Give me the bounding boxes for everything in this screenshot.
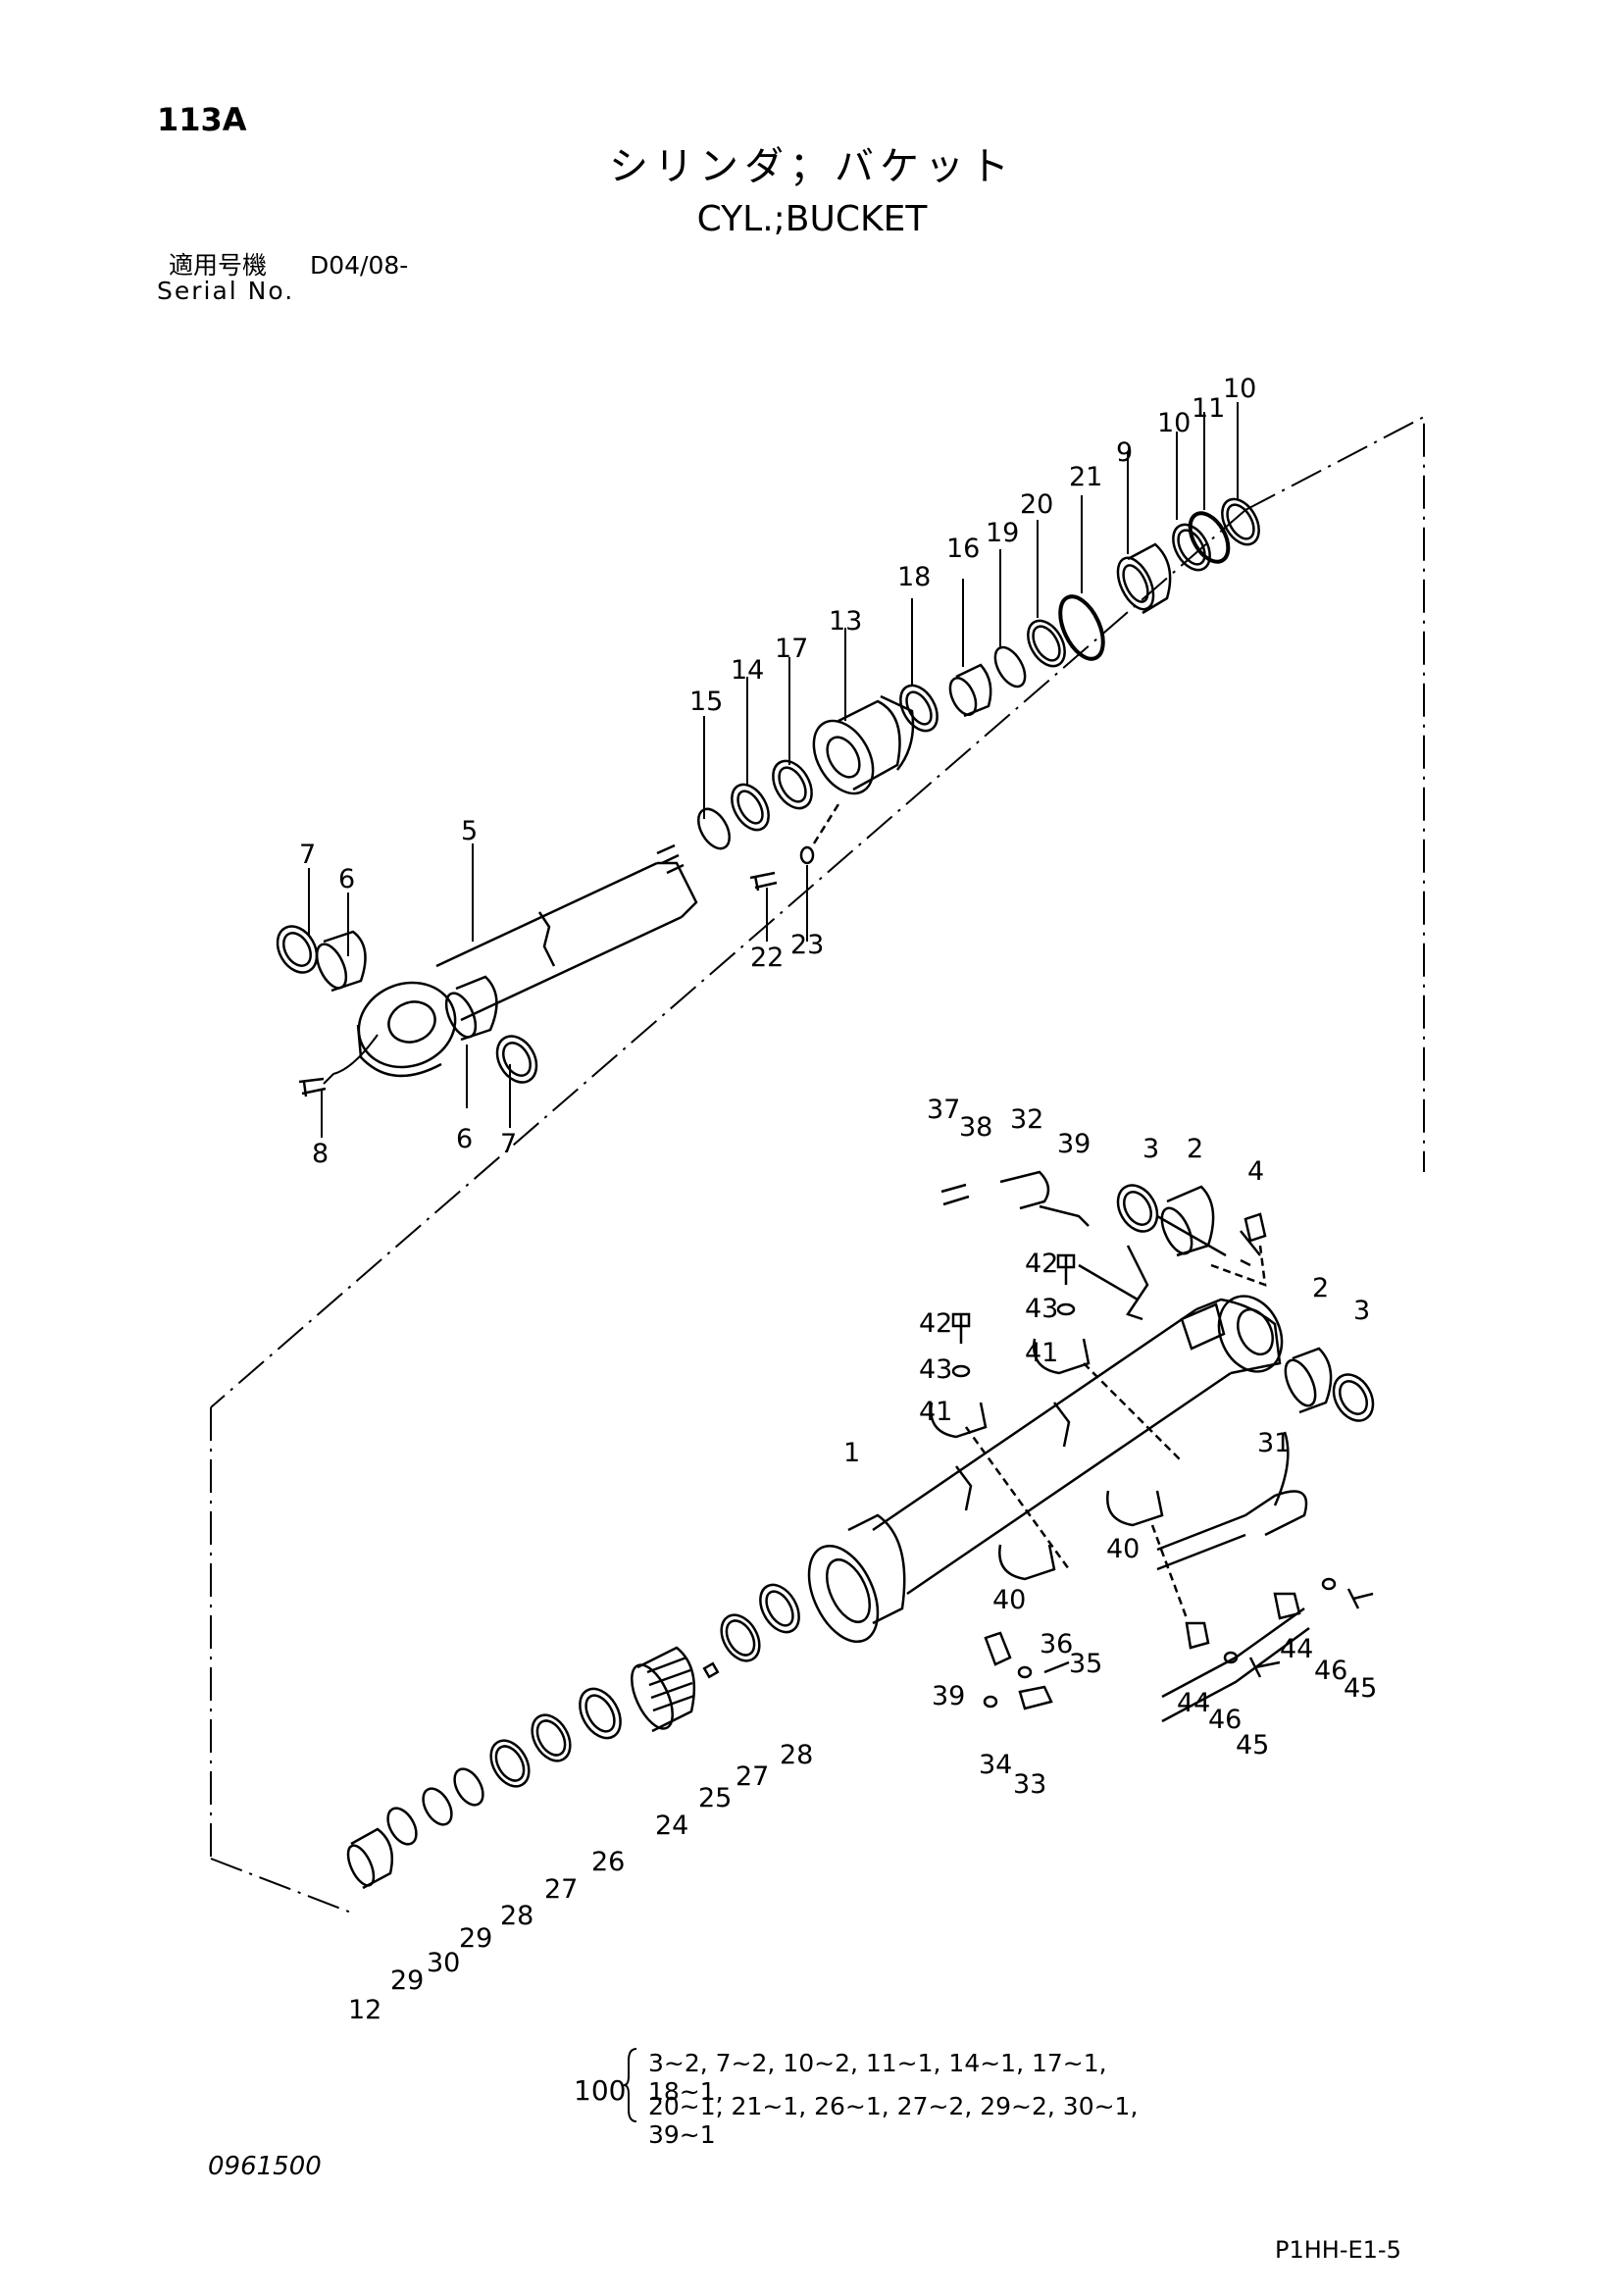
callout-label: 4 bbox=[1247, 1156, 1264, 1187]
callout-label: 40 bbox=[1106, 1534, 1140, 1564]
callout-label: 31 bbox=[1257, 1428, 1291, 1458]
document-code: 0961500 bbox=[208, 2152, 322, 2181]
applicable-model-label: 適用号機 bbox=[169, 251, 268, 280]
callout-label: 30 bbox=[427, 1948, 460, 1978]
callout-label: 43 bbox=[919, 1354, 952, 1385]
callout-label: 2 bbox=[1312, 1273, 1329, 1303]
callout-label: 26 bbox=[591, 1847, 625, 1877]
callout-label: 3 bbox=[1142, 1134, 1159, 1164]
callout-label: 37 bbox=[927, 1095, 960, 1125]
callout-label: 15 bbox=[689, 687, 723, 717]
callout-label: 3 bbox=[1353, 1296, 1370, 1326]
callout-label: 41 bbox=[1025, 1338, 1058, 1368]
callout-label: 22 bbox=[750, 943, 784, 973]
callout-label: 5 bbox=[461, 816, 478, 846]
callout-label: 39 bbox=[932, 1681, 965, 1711]
callout-label: 16 bbox=[946, 534, 980, 564]
callout-label: 46 bbox=[1314, 1656, 1347, 1686]
cylinder-tube-assembly bbox=[807, 1170, 1375, 1723]
seal-kit-contents-line-2: 20~1, 21~1, 26~1, 27~2, 29~2, 30~1, 39~1 bbox=[648, 2092, 1139, 2149]
piston-assembly bbox=[346, 1583, 800, 1890]
callout-label: 6 bbox=[338, 864, 355, 894]
callout-label: 33 bbox=[1013, 1769, 1046, 1800]
page-number: 113A bbox=[157, 101, 247, 138]
callout-label: 18 bbox=[897, 562, 931, 592]
callout-label: 42 bbox=[919, 1308, 952, 1339]
page-title-japanese: シリンダ；バケット bbox=[609, 144, 1015, 189]
callout-label: 23 bbox=[790, 930, 824, 960]
callout-label: 40 bbox=[992, 1585, 1026, 1615]
callout-label: 44 bbox=[1280, 1634, 1313, 1664]
callout-label: 10 bbox=[1157, 408, 1191, 438]
callout-label: 42 bbox=[1025, 1249, 1058, 1279]
callout-label: 36 bbox=[1040, 1629, 1073, 1659]
piston-rod-assembly bbox=[276, 843, 698, 1097]
seal-kit-note: 100 3~2, 7~2, 10~2, 11~1, 14~1, 17~1, 18… bbox=[574, 2045, 1182, 2149]
callout-label: 45 bbox=[1236, 1730, 1269, 1760]
callout-leaders bbox=[308, 402, 1239, 1138]
callout-label: 2 bbox=[1187, 1134, 1203, 1164]
callout-label: 9 bbox=[1116, 437, 1133, 468]
callout-labels: 10 11 10 9 21 20 19 16 18 13 17 14 15 5 … bbox=[299, 374, 1377, 2025]
callout-label: 27 bbox=[736, 1761, 769, 1792]
callout-label: 32 bbox=[1010, 1104, 1043, 1135]
callout-label: 10 bbox=[1223, 374, 1256, 404]
callout-label: 14 bbox=[731, 655, 764, 686]
page-code: P1HH-E1-5 bbox=[1275, 2236, 1401, 2264]
callout-label: 39 bbox=[1057, 1129, 1091, 1159]
callout-label: 34 bbox=[979, 1750, 1012, 1780]
callout-label: 29 bbox=[390, 1965, 424, 1996]
callout-label: 19 bbox=[986, 518, 1019, 548]
callout-label: 17 bbox=[775, 634, 808, 664]
callout-label: 24 bbox=[655, 1811, 688, 1841]
callout-label: 21 bbox=[1069, 462, 1102, 492]
callout-label: 28 bbox=[780, 1740, 813, 1770]
serial-number-label: Serial No. bbox=[157, 277, 295, 305]
callout-label: 41 bbox=[919, 1397, 952, 1427]
callout-label: 29 bbox=[459, 1923, 492, 1954]
callout-label: 35 bbox=[1069, 1649, 1102, 1679]
cylinder-head-assembly bbox=[697, 497, 1260, 892]
callout-label: 45 bbox=[1344, 1673, 1377, 1704]
callout-label: 12 bbox=[348, 1995, 381, 2025]
brace-icon bbox=[623, 2048, 637, 2122]
callout-label: 25 bbox=[698, 1783, 732, 1813]
callout-label: 13 bbox=[829, 606, 862, 637]
callout-label: 20 bbox=[1020, 489, 1053, 520]
callout-label: 46 bbox=[1208, 1705, 1242, 1735]
callout-label: 6 bbox=[456, 1124, 473, 1154]
callout-label: 7 bbox=[500, 1129, 517, 1159]
callout-label: 8 bbox=[312, 1139, 329, 1169]
callout-label: 7 bbox=[299, 840, 316, 870]
assembly-frame-lines bbox=[210, 415, 1425, 1913]
callout-label: 27 bbox=[544, 1874, 578, 1905]
applicable-serial-value: D04/08- bbox=[310, 251, 409, 280]
page-title-english: CYL.;BUCKET bbox=[696, 199, 928, 239]
callout-label: 43 bbox=[1025, 1294, 1058, 1324]
callout-label: 28 bbox=[500, 1901, 533, 1931]
diagram-drawing bbox=[210, 402, 1425, 1913]
seal-kit-number: 100 bbox=[574, 2074, 627, 2107]
callout-label: 44 bbox=[1177, 1688, 1210, 1718]
callout-label: 11 bbox=[1192, 393, 1225, 424]
seal-kit-contents-line-1: 3~2, 7~2, 10~2, 11~1, 14~1, 17~1, 18~1, bbox=[648, 2049, 1107, 2106]
callout-label: 38 bbox=[959, 1112, 992, 1143]
callout-label: 1 bbox=[843, 1438, 860, 1468]
